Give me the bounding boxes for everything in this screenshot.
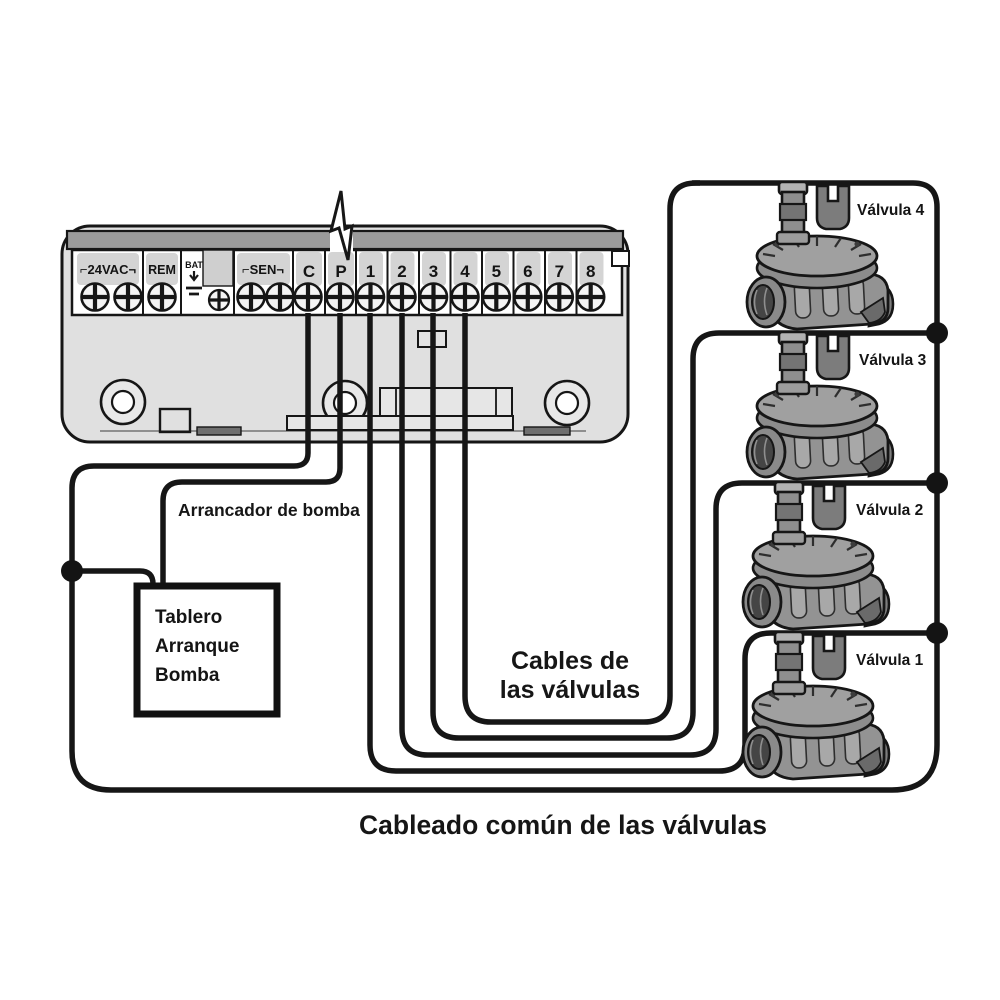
terminal-chip-8: [579, 252, 604, 286]
valves: Válvula 4 Válvula 3 Válvula 2 Válvula 1: [741, 180, 927, 781]
bracket-lines: [395, 388, 497, 416]
wire-common: [69, 180, 940, 793]
wire-valve-1: [367, 313, 937, 774]
screw-2: [389, 284, 416, 311]
terminal-label-rem: REM: [148, 263, 176, 277]
arrow-down-icon: [189, 271, 199, 282]
junction-dot-pump: [61, 560, 83, 582]
terminal-label-c: C: [303, 262, 315, 281]
terminal-chip-c: [296, 252, 322, 286]
screw-24vac-1: [82, 284, 109, 311]
terminal-label-7: 7: [555, 262, 564, 281]
station-terminals: 1 2 3 4 5 6 7 8: [357, 252, 604, 311]
terminal-label-sen: ⌐SEN¬: [242, 262, 284, 277]
terminal-label-2: 2: [397, 262, 406, 281]
screw-4: [452, 284, 479, 311]
screw-p: [327, 284, 354, 311]
junction-dot-valve1: [926, 622, 948, 644]
valve-4-label: Válvula 4: [857, 202, 925, 219]
pump-starter-label: Arrancador de bomba: [178, 500, 360, 520]
common-wiring-caption: Cableado común de las válvulas: [359, 810, 767, 840]
wire-valve-2: [399, 313, 937, 758]
screw-6: [514, 284, 541, 311]
terminal-label-4: 4: [460, 262, 470, 281]
battery-symbol-icon: [186, 286, 202, 296]
valve-2-label: Válvula 2: [856, 502, 923, 519]
screw-5: [483, 284, 510, 311]
junction-dot-valve3: [926, 322, 948, 344]
battery-label: BAT: [185, 260, 203, 270]
terminal-label-5: 5: [492, 262, 501, 281]
terminal-chip-6: [516, 252, 541, 286]
case-notch: [158, 407, 192, 434]
case-slot-left: [196, 426, 242, 436]
junction-dot-valve2: [926, 472, 948, 494]
case-slot-right: [523, 426, 571, 436]
screw-1: [357, 284, 384, 311]
screw-rem: [149, 284, 176, 311]
terminal-chip-4: [453, 252, 478, 286]
strip-end-tab: [611, 250, 630, 267]
terminal-chip-rem: [146, 253, 178, 285]
terminal-chip-24vac: [77, 253, 139, 285]
screw-sen-2: [267, 284, 294, 311]
case-details: [99, 330, 591, 436]
screw-24vac-2: [115, 284, 142, 311]
wire-valve-3: [430, 313, 937, 741]
terminal-chip-7: [548, 252, 572, 286]
valve-1-label: Válvula 1: [856, 652, 924, 669]
terminal-chip-3: [422, 252, 446, 286]
terminal-chip-sen: [237, 253, 290, 285]
terminal-label-24vac: ⌐24VAC¬: [80, 262, 137, 277]
screw-3: [420, 284, 447, 311]
pump-start-box: Tablero Arranque Bomba: [133, 582, 281, 718]
wire-valve-4: [462, 180, 700, 725]
screw-7: [546, 284, 573, 311]
junction-dots: [61, 322, 948, 644]
terminal-chip-5: [485, 252, 509, 286]
mounting-hole-right-inner: [554, 390, 580, 416]
terminal-label-1: 1: [366, 262, 375, 281]
mounting-hole-left-inner: [110, 389, 136, 415]
screw-battery: [207, 288, 231, 312]
valve-3-label: Válvula 3: [859, 352, 927, 369]
controller-unit: ⌐24VAC¬ REM BAT ⌐SEN¬ C: [60, 190, 630, 444]
pump-box-line3: Bomba: [155, 665, 220, 686]
pump-box-frame: [133, 582, 281, 718]
terminal-label-p: P: [335, 262, 346, 281]
terminal-chip-1: [359, 252, 383, 286]
screw-8: [577, 284, 604, 311]
screw-sen-1: [238, 284, 265, 311]
terminal-label-6: 6: [523, 262, 532, 281]
terminal-label-8: 8: [586, 262, 595, 281]
pointer-bolt-icon: [328, 190, 354, 261]
battery-block: [202, 249, 234, 287]
screw-c: [295, 284, 322, 311]
terminal-label-3: 3: [429, 262, 438, 281]
terminal-chip-p: [328, 252, 354, 286]
terminal-dividers: [142, 250, 578, 315]
pump-box-line2: Arranque: [155, 636, 239, 657]
pump-box-line1: Tablero: [155, 607, 222, 628]
terminal-chip-2: [390, 252, 415, 286]
battery-terminal: BAT: [185, 249, 234, 312]
valve-cables-caption-line1: Cables de: [511, 647, 629, 675]
terminal-strip: ⌐24VAC¬ REM BAT ⌐SEN¬ C: [70, 248, 630, 317]
wire-pump-start: [160, 313, 343, 587]
valve-cables-caption-line2: las válvulas: [500, 676, 640, 704]
